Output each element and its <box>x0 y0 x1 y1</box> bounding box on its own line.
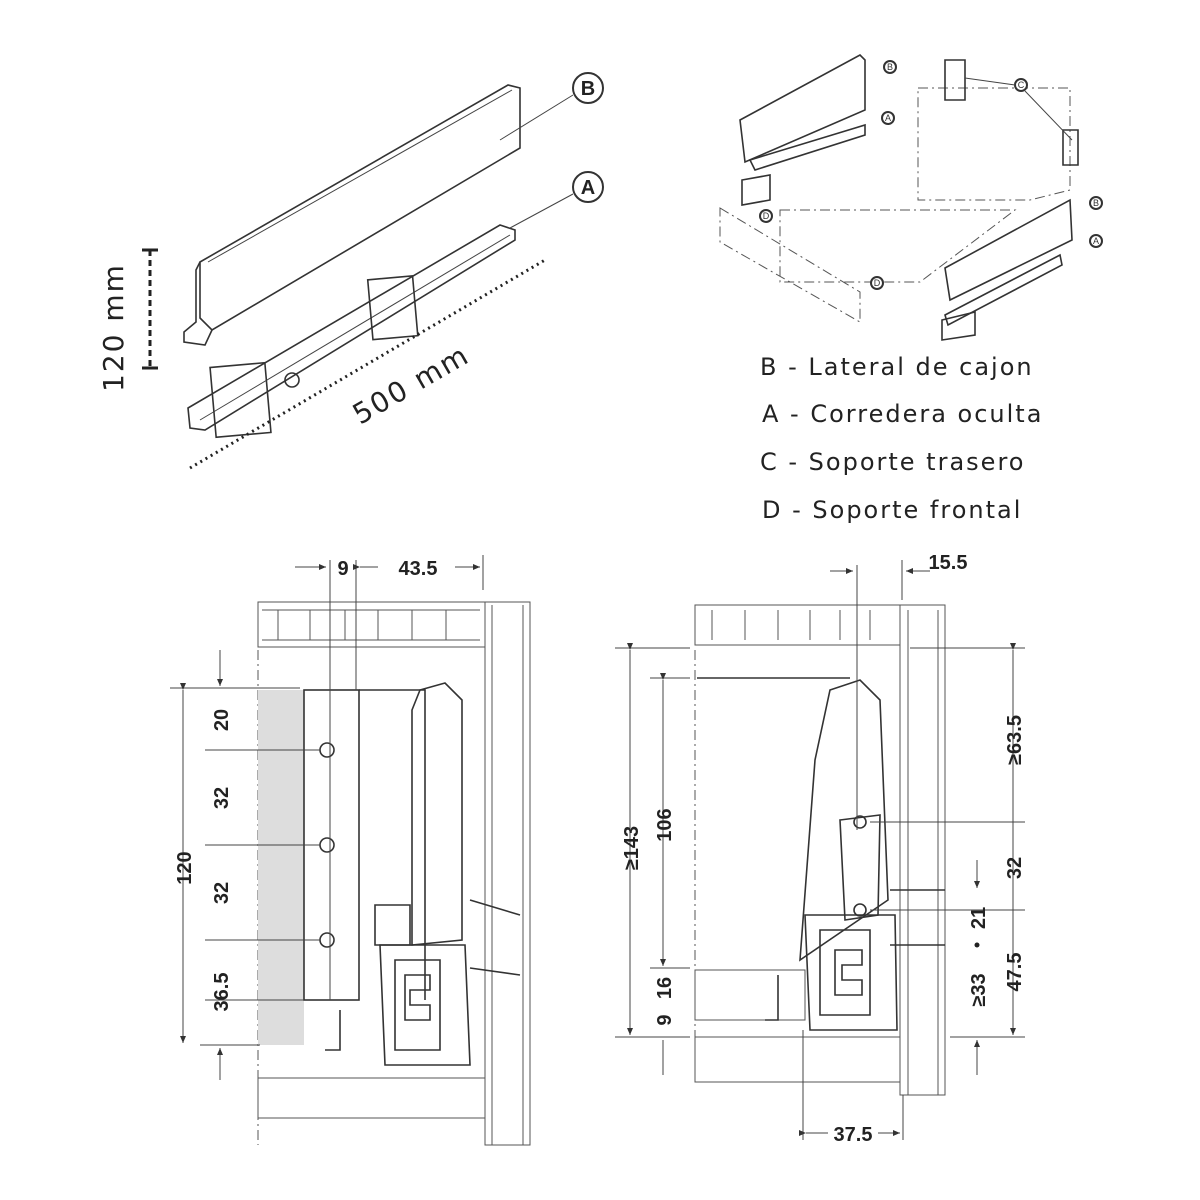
legend-item-d: D - Soporte frontal <box>762 496 1022 524</box>
left-section-view <box>170 555 531 1146</box>
svg-text:D: D <box>874 278 881 288</box>
svg-text:A: A <box>885 113 891 123</box>
callout-a-circle <box>572 171 604 203</box>
exploded-drawer-illustration <box>719 54 1079 341</box>
dim-32-lower: 32 <box>211 882 233 904</box>
svg-text:C: C <box>1018 80 1025 90</box>
dim-37-5: 37.5 <box>834 1124 873 1146</box>
dim-9-right: 9 <box>654 1014 676 1025</box>
legend-item-b: B - Lateral de cajon <box>760 353 1034 381</box>
dim-36-5: 36.5 <box>211 973 233 1012</box>
length-label: 500 mm <box>347 338 475 431</box>
dim-120: 120 <box>174 851 196 884</box>
svg-text:A: A <box>1093 236 1099 246</box>
height-label: 120 mm <box>97 263 130 392</box>
dim-33: ≥33 <box>968 973 990 1006</box>
dim-16: 16 <box>654 977 676 999</box>
length-dimension-line <box>189 258 546 470</box>
legend: B - Lateral de cajon A - Corredera ocult… <box>760 353 1043 524</box>
dim-47-5: 47.5 <box>1004 953 1026 992</box>
dim-63-5: ≥63.5 <box>1004 715 1026 765</box>
dim-143: ≥143 <box>621 826 643 870</box>
small-callouts: B A C D D B A <box>759 60 1103 290</box>
dim-32-right: 32 <box>1004 857 1026 879</box>
svg-text:B: B <box>1093 198 1099 208</box>
drawer-slide-illustration <box>187 224 516 439</box>
callout-a: A <box>581 177 595 199</box>
dim-43-5: 43.5 <box>399 558 438 580</box>
dim-106: 106 <box>654 808 676 841</box>
svg-text:B: B <box>887 62 893 72</box>
legend-item-c: C - Soporte trasero <box>760 448 1025 476</box>
svg-text:D: D <box>763 211 770 221</box>
dim-15-5: 15.5 <box>929 552 968 574</box>
dim-32-upper: 32 <box>211 787 233 809</box>
drawer-side-illustration <box>183 84 521 346</box>
dim-9: 9 <box>337 558 348 580</box>
dim-20: 20 <box>211 709 233 731</box>
legend-item-a: A - Corredera oculta <box>762 400 1043 428</box>
right-section-view <box>615 560 1025 1140</box>
callout-b: B <box>581 78 595 100</box>
callout-b-circle <box>572 72 604 104</box>
dim-21: 21 <box>968 907 990 929</box>
